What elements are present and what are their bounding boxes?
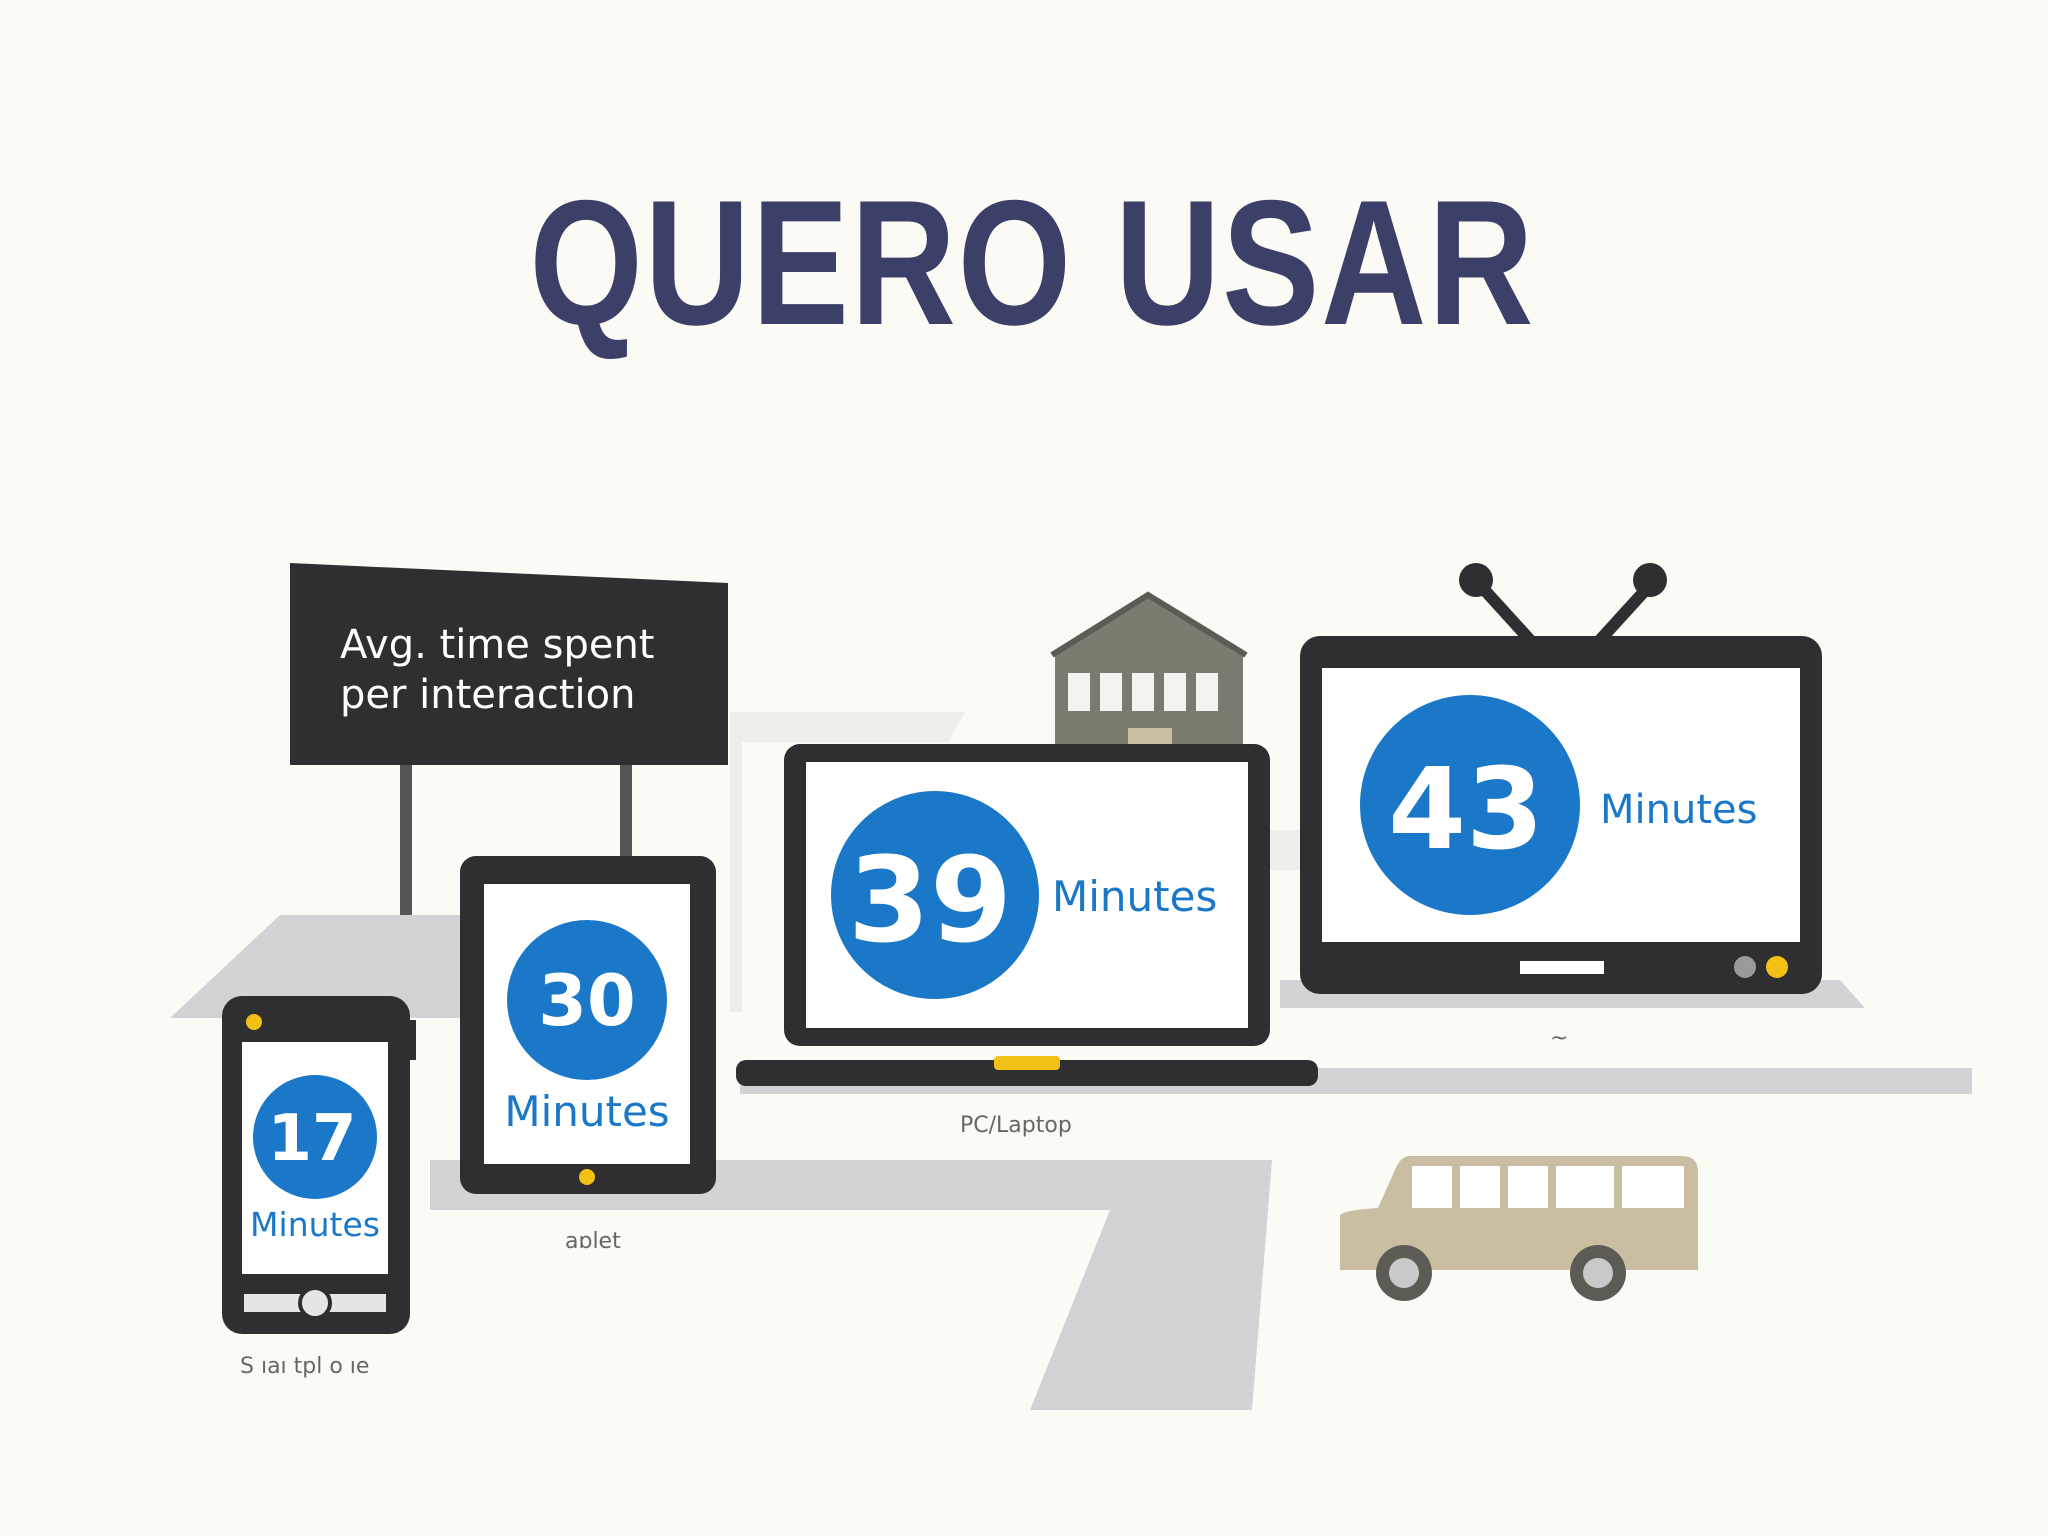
- label-phone: S ıaı tpl o ıe: [240, 1354, 369, 1379]
- laptop-trackpad-indicator: [994, 1056, 1060, 1070]
- sign-board: Avg. time spent per interaction: [290, 563, 728, 915]
- tablet-device: 30 Minutes aɒlet: [460, 856, 716, 1254]
- antenna-knob-icon: [1633, 563, 1667, 597]
- value-circle-laptop: [831, 791, 1039, 999]
- smartphone-device: 17 Minutes S ıaı tpl o ıe: [222, 996, 416, 1379]
- tablet-home-light-icon: [579, 1169, 595, 1185]
- phone-home-button-icon: [298, 1286, 332, 1320]
- value-laptop: 39: [848, 831, 1012, 969]
- label-tv: ~: [1550, 1026, 1568, 1051]
- value-circle-tablet: [507, 920, 667, 1080]
- unit-tv: Minutes: [1600, 787, 1757, 833]
- label-tablet: aɒlet: [565, 1229, 621, 1254]
- value-circle-tv: [1360, 695, 1580, 915]
- antenna-knob-icon: [1459, 563, 1493, 597]
- unit-phone: Minutes: [250, 1205, 380, 1244]
- tv-button-icon: [1734, 956, 1756, 978]
- house-icon: [1050, 591, 1248, 745]
- unit-laptop: Minutes: [1052, 872, 1217, 921]
- unit-tablet: Minutes: [504, 1087, 669, 1136]
- value-phone: 17: [267, 1102, 356, 1176]
- value-circle-phone: [253, 1075, 377, 1199]
- value-tablet: 30: [538, 960, 635, 1042]
- sign-line-1: Avg. time spent: [340, 622, 654, 668]
- tv-power-light-icon: [1766, 956, 1788, 978]
- page-title: QUERO USAR: [529, 163, 1536, 362]
- phone-camera-light-icon: [246, 1014, 262, 1030]
- background-buildings: [730, 712, 1305, 1012]
- label-laptop: PC/Laptop: [960, 1113, 1072, 1138]
- tv-device: 43 Minutes ~: [1300, 563, 1822, 1051]
- laptop-device: 39 Minutes PC/Laptop: [736, 744, 1318, 1138]
- bus-icon: [1340, 1156, 1698, 1301]
- sign-line-2: per interaction: [340, 672, 636, 718]
- value-tv: 43: [1388, 745, 1544, 875]
